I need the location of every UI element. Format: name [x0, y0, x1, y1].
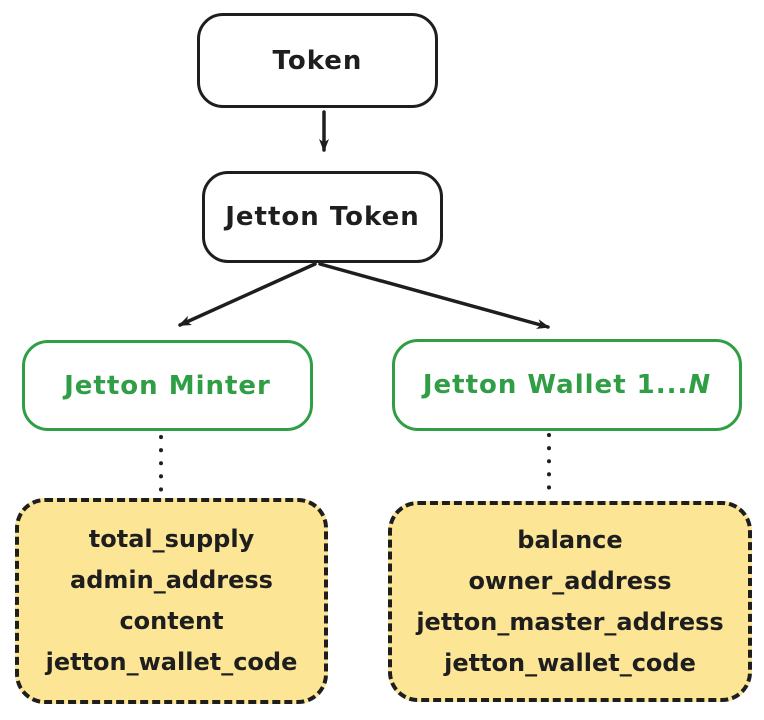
attribute-field: admin_address [70, 566, 273, 594]
node-jetton-minter: Jetton Minter [22, 340, 313, 431]
node-token: Token [197, 13, 438, 108]
node-jetton-token: Jetton Token [202, 171, 443, 263]
node-jetton-wallet-label-main: Jetton Wallet 1... [422, 370, 689, 400]
node-token-label: Token [272, 45, 363, 76]
attribute-field: owner_address [468, 566, 672, 595]
node-jetton-minter-label: Jetton Minter [64, 370, 271, 401]
minter-attributes-box: total_supply admin_address content jetto… [15, 498, 328, 704]
attribute-field: balance [517, 525, 623, 554]
wallet-attributes-box: balance owner_address jetton_master_addr… [388, 501, 752, 702]
attribute-field: jetton_wallet_code [45, 648, 298, 676]
node-jetton-token-label: Jetton Token [225, 202, 420, 232]
node-jetton-wallet-label: Jetton Wallet 1...N [423, 370, 711, 400]
arrow-jetton-token-to-wallet [318, 262, 550, 329]
attribute-field: content [119, 607, 224, 635]
arrow-jetton-token-to-minter [178, 262, 317, 327]
node-jetton-wallet-label-n: N [688, 370, 712, 400]
node-jetton-wallet: Jetton Wallet 1...N [392, 339, 742, 431]
attribute-field: total_supply [88, 525, 255, 553]
attribute-field: jetton_master_address [416, 607, 724, 636]
attribute-field: jetton_wallet_code [444, 648, 696, 677]
